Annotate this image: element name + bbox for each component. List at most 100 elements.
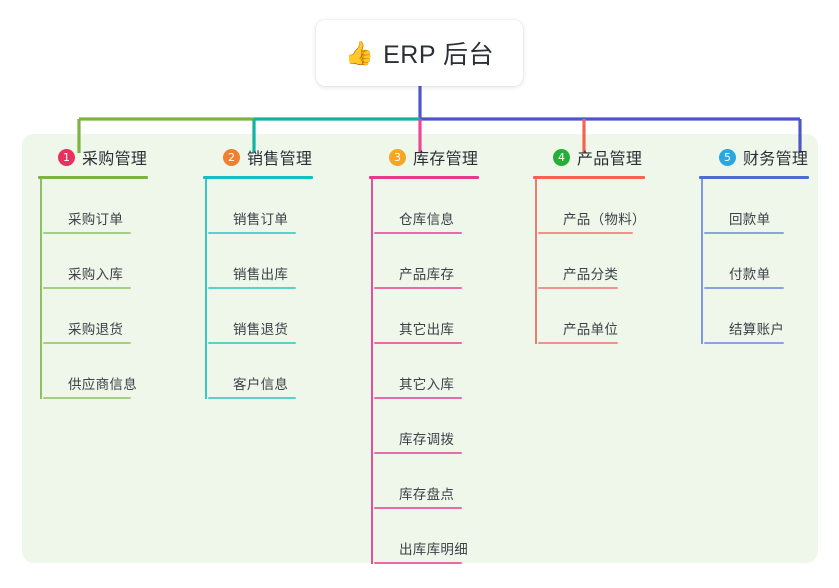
leaf-item-label: 产品分类: [563, 267, 619, 282]
leaf-item-label: 销售订单: [233, 212, 289, 227]
column-badge-4: 4: [553, 148, 570, 166]
column-header-4[interactable]: 4 产品管理: [533, 145, 646, 169]
column-rule-3: [369, 176, 479, 179]
column-spine-4: [535, 179, 537, 344]
column-2: 2 销售管理销售订单销售出库销售退货客户信息: [203, 145, 313, 399]
leaf-item[interactable]: 结算账户: [702, 289, 809, 344]
column-badge-1: 1: [58, 148, 75, 166]
leaf-item-rule: [43, 232, 131, 234]
leaf-item[interactable]: 产品分类: [536, 234, 646, 289]
column-title-2: 销售管理: [247, 151, 313, 168]
leaf-item[interactable]: 出库库明细: [372, 509, 479, 564]
leaf-list-5: 回款单付款单结算账户: [699, 179, 809, 344]
column-header-5[interactable]: 5 财务管理: [699, 145, 809, 169]
column-spine-5: [701, 179, 703, 344]
leaf-item-rule: [704, 287, 784, 289]
leaf-item[interactable]: 库存盘点: [372, 454, 479, 509]
column-rule-4: [533, 176, 645, 179]
root-node-label: 👍 ERP 后台: [345, 35, 494, 71]
column-badge-3: 3: [389, 148, 406, 166]
root-title-text: ERP 后台: [383, 41, 495, 69]
leaf-item-label: 其它入库: [399, 377, 455, 392]
thumbs-up-icon: 👍: [344, 39, 375, 66]
leaf-item[interactable]: 产品（物料）: [536, 179, 646, 234]
leaf-item-label: 产品（物料）: [563, 212, 646, 227]
leaf-item-label: 采购订单: [68, 212, 124, 227]
column-4: 4 产品管理产品（物料） 产品分类产品单位: [533, 145, 646, 344]
leaf-item-rule: [538, 287, 618, 289]
leaf-item[interactable]: 仓库信息: [372, 179, 479, 234]
leaf-item-rule: [43, 287, 131, 289]
leaf-item-label: 结算账户: [729, 322, 785, 337]
column-header-3[interactable]: 3 库存管理: [369, 145, 479, 169]
leaf-item-label: 产品库存: [399, 267, 455, 282]
leaf-item[interactable]: 付款单: [702, 234, 809, 289]
leaf-item-rule: [374, 397, 462, 399]
root-node[interactable]: 👍 ERP 后台: [316, 20, 523, 86]
leaf-list-4: 产品（物料） 产品分类产品单位: [533, 179, 646, 344]
leaf-item[interactable]: 采购退货: [41, 289, 148, 344]
leaf-item[interactable]: 采购订单: [41, 179, 148, 234]
leaf-item-rule: [43, 342, 131, 344]
column-3: 3 库存管理仓库信息产品库存其它出库其它入库库存调拨库存盘点出库库明细: [369, 145, 479, 564]
leaf-item-rule: [208, 232, 296, 234]
column-rule-5: [699, 176, 809, 179]
column-header-1[interactable]: 1 采购管理: [38, 145, 148, 169]
leaf-item-rule: [208, 287, 296, 289]
leaf-item-label: 库存调拨: [399, 432, 455, 447]
leaf-item-rule: [704, 232, 784, 234]
column-spine-1: [40, 179, 42, 399]
leaf-item-rule: [208, 342, 296, 344]
leaf-item-label: 回款单: [729, 212, 771, 227]
leaf-list-2: 销售订单销售出库销售退货客户信息: [203, 179, 313, 399]
column-title-4: 产品管理: [577, 151, 643, 168]
column-badge-5: 5: [719, 148, 736, 166]
leaf-item-rule: [538, 232, 633, 234]
leaf-item[interactable]: 库存调拨: [372, 399, 479, 454]
leaf-item-rule: [704, 342, 784, 344]
leaf-item[interactable]: 其它出库: [372, 289, 479, 344]
leaf-item-rule: [538, 342, 618, 344]
column-title-1: 采购管理: [82, 151, 148, 168]
leaf-item-rule: [374, 507, 462, 509]
leaf-item[interactable]: 产品单位: [536, 289, 646, 344]
column-rule-2: [203, 176, 313, 179]
leaf-item[interactable]: 采购入库: [41, 234, 148, 289]
leaf-item-label: 采购退货: [68, 322, 124, 337]
leaf-item-label: 仓库信息: [399, 212, 455, 227]
content-panel: [22, 134, 818, 563]
column-title-5: 财务管理: [743, 151, 809, 168]
leaf-item-label: 采购入库: [68, 267, 124, 282]
leaf-list-1: 采购订单采购入库采购退货供应商信息: [38, 179, 148, 399]
leaf-item-rule: [43, 397, 131, 399]
leaf-item[interactable]: 销售订单: [206, 179, 313, 234]
leaf-item-label: 产品单位: [563, 322, 619, 337]
column-1: 1 采购管理采购订单采购入库采购退货供应商信息: [38, 145, 148, 399]
column-spine-3: [371, 179, 373, 564]
column-title-3: 库存管理: [413, 151, 479, 168]
column-badge-2: 2: [223, 148, 240, 166]
leaf-item[interactable]: 其它入库: [372, 344, 479, 399]
column-rule-1: [38, 176, 148, 179]
leaf-item[interactable]: 销售退货: [206, 289, 313, 344]
leaf-item-label: 付款单: [729, 267, 771, 282]
leaf-item-rule: [374, 232, 462, 234]
leaf-item[interactable]: 回款单: [702, 179, 809, 234]
leaf-item[interactable]: 销售出库: [206, 234, 313, 289]
leaf-item-rule: [374, 342, 462, 344]
leaf-item-label: 库存盘点: [399, 487, 455, 502]
leaf-item-label: 出库库明细: [399, 542, 468, 557]
leaf-item-label: 客户信息: [233, 377, 289, 392]
column-5: 5 财务管理回款单付款单结算账户: [699, 145, 809, 344]
leaf-item-rule: [374, 452, 462, 454]
leaf-item-label: 销售退货: [233, 322, 289, 337]
column-header-2[interactable]: 2 销售管理: [203, 145, 313, 169]
leaf-item-rule: [374, 562, 462, 564]
leaf-item[interactable]: 产品库存: [372, 234, 479, 289]
column-spine-2: [205, 179, 207, 399]
leaf-item-label: 供应商信息: [68, 377, 137, 392]
leaf-item[interactable]: 供应商信息: [41, 344, 148, 399]
leaf-item-label: 其它出库: [399, 322, 455, 337]
leaf-item[interactable]: 客户信息: [206, 344, 313, 399]
